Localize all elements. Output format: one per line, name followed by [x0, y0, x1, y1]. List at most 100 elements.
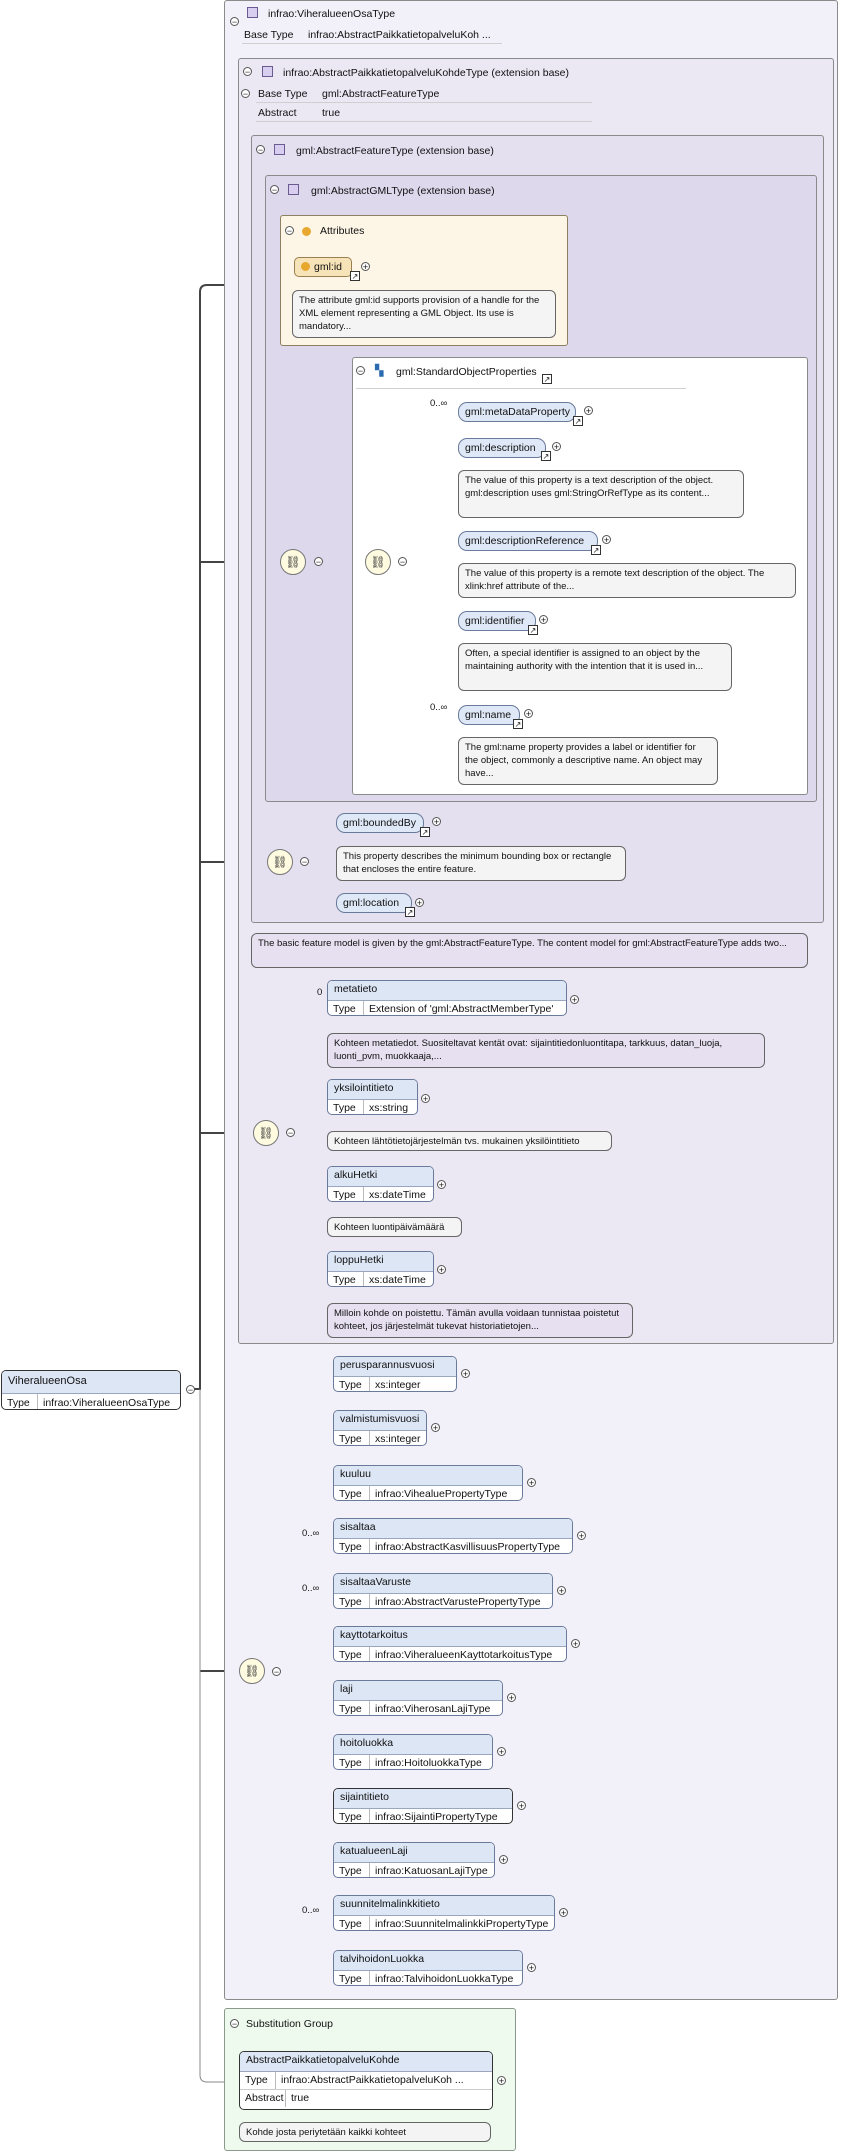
expand-plus[interactable]: + — [432, 817, 441, 827]
collapse-toggle[interactable]: − — [243, 67, 252, 77]
type-key: Type — [334, 1594, 370, 1608]
gml-metadataproperty-element[interactable]: gml:metaDataProperty — [458, 402, 576, 422]
link-arrow-icon[interactable]: ↗ — [542, 374, 552, 384]
element-name: suunnitelmalinkkitieto — [334, 1896, 554, 1916]
collapse-toggle[interactable]: − — [272, 1667, 281, 1677]
link-arrow-icon[interactable]: ↗ — [573, 416, 583, 426]
link-arrow-icon[interactable]: ↗ — [528, 625, 538, 635]
expand-plus[interactable]: + — [527, 1478, 536, 1488]
expand-plus[interactable]: + — [499, 1855, 508, 1865]
link-arrow-icon[interactable]: ↗ — [420, 827, 430, 837]
gml-descriptionreference-element[interactable]: gml:descriptionReference — [458, 531, 598, 551]
element-name: sisaltaa — [334, 1519, 572, 1539]
group-title: gml:StandardObjectProperties — [396, 366, 537, 378]
expand-plus[interactable]: + — [539, 615, 548, 625]
expand-plus[interactable]: + — [559, 1908, 568, 1918]
element-name: valmistumisvuosi — [334, 1411, 426, 1431]
sequence-compositor-icon[interactable]: ⛓ — [267, 849, 293, 875]
link-arrow-icon[interactable]: ↗ — [541, 451, 551, 461]
collapse-toggle[interactable]: − — [230, 2019, 239, 2029]
element-name: loppuHetki — [328, 1252, 433, 1272]
expand-plus[interactable]: + — [557, 1586, 566, 1596]
collapse-toggle[interactable]: − — [398, 557, 407, 567]
element-name: kuuluu — [334, 1466, 522, 1486]
link-arrow-icon[interactable]: ↗ — [350, 271, 360, 281]
collapse-toggle[interactable]: − — [356, 366, 365, 376]
expand-plus[interactable]: + — [431, 1423, 440, 1433]
complex-type-icon — [262, 66, 273, 77]
extension-title: gml:AbstractGMLType (extension base) — [311, 185, 495, 197]
abstract-key: Abstract — [240, 2090, 286, 2107]
base-type-value: infrao:AbstractPaikkatietopalveluKoh ... — [308, 29, 491, 41]
expand-plus[interactable]: + — [517, 1801, 526, 1811]
expand-plus[interactable]: + — [571, 1639, 580, 1649]
element-name: sisaltaaVaruste — [334, 1574, 552, 1594]
collapse-toggle[interactable]: − — [300, 857, 309, 867]
gml-id-attribute[interactable]: gml:id — [294, 257, 352, 277]
collapse-toggle[interactable]: − — [186, 1385, 195, 1395]
abstract-value: true — [322, 107, 341, 119]
expand-plus[interactable]: + — [570, 995, 579, 1005]
divider — [356, 388, 686, 389]
expand-plus[interactable]: + — [497, 1747, 506, 1757]
element-name: AbstractPaikkatietopalveluKohde — [240, 2052, 492, 2072]
link-arrow-icon[interactable]: ↗ — [405, 907, 415, 917]
collapse-toggle[interactable]: − — [230, 17, 239, 27]
expand-plus[interactable]: + — [584, 406, 593, 416]
expand-plus[interactable]: + — [415, 898, 424, 908]
expand-plus[interactable]: + — [421, 1094, 430, 1104]
expand-plus[interactable]: + — [437, 1180, 446, 1190]
gml-location-element[interactable]: gml:location — [336, 893, 412, 913]
expand-plus[interactable]: + — [527, 1963, 536, 1973]
expand-plus[interactable]: + — [602, 535, 611, 545]
expand-plus[interactable]: + — [437, 1265, 446, 1275]
collapse-toggle[interactable]: − — [270, 185, 279, 195]
expand-plus[interactable]: + — [577, 1531, 586, 1541]
gml-name-element[interactable]: gml:name — [458, 705, 520, 725]
base-type-key: Base Type — [258, 88, 308, 100]
gml-description-element[interactable]: gml:description — [458, 438, 546, 458]
expand-plus[interactable]: + — [361, 262, 370, 272]
type-value: infrao:AbstractPaikkatietopalveluKoh ... — [281, 2074, 464, 2086]
collapse-toggle[interactable]: − — [285, 226, 294, 236]
expand-plus[interactable]: + — [461, 1369, 470, 1379]
expand-plus[interactable]: + — [552, 442, 561, 452]
gml-boundedby-element[interactable]: gml:boundedBy — [336, 813, 424, 833]
collapse-toggle[interactable]: − — [314, 557, 323, 567]
gml-identifier-element[interactable]: gml:identifier — [458, 611, 536, 631]
expand-plus[interactable]: + — [507, 1693, 516, 1703]
collapse-toggle[interactable]: − — [241, 89, 250, 99]
link-arrow-icon[interactable]: ↗ — [591, 545, 601, 555]
link-arrow-icon[interactable]: ↗ — [513, 719, 523, 729]
sequence-compositor-icon[interactable]: ⛓ — [239, 1658, 265, 1684]
type-key: Type — [334, 1539, 370, 1553]
collapse-toggle[interactable]: − — [286, 1128, 295, 1138]
collapse-toggle[interactable]: − — [256, 145, 265, 155]
type-key: Type — [334, 1647, 370, 1661]
expand-plus[interactable]: + — [524, 709, 533, 719]
element-doc: Kohde josta periytetään kaikki kohteet — [239, 2122, 491, 2142]
sequence-compositor-icon[interactable]: ⛓ — [365, 549, 391, 575]
abstract-value: true — [291, 2092, 310, 2104]
expand-plus[interactable]: + — [497, 2076, 506, 2086]
sequence-compositor-icon[interactable]: ⛓ — [253, 1120, 279, 1146]
sequence-compositor-icon[interactable]: ⛓ — [280, 549, 306, 575]
